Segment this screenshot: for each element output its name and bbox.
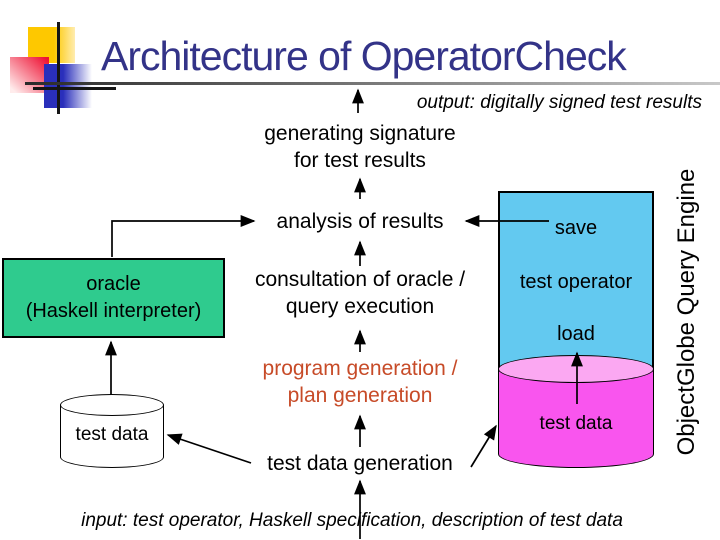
node-analysis-of-results: analysis of results bbox=[276, 210, 444, 233]
test-data-store-left: test data bbox=[60, 394, 164, 468]
test-data-store-right-label: test data bbox=[539, 413, 613, 434]
oracle-box: oracle (Haskell interpreter) bbox=[2, 258, 225, 338]
test-data-store-right: test data bbox=[498, 355, 654, 468]
logo-cross-horizontal-line bbox=[33, 87, 116, 90]
input-caption: input: test operator, Haskell specificat… bbox=[81, 510, 623, 531]
engine-box: save test operator load bbox=[498, 191, 654, 375]
cylinder-body bbox=[498, 369, 654, 454]
node-program-generation: program generation / plan generation bbox=[262, 357, 458, 407]
node-generating-signature: generating signature for test results bbox=[264, 122, 456, 172]
logo-cross-vertical-line bbox=[57, 22, 60, 114]
output-caption: output: digitally signed test results bbox=[416, 92, 702, 113]
slide-title: Architecture of OperatorCheck bbox=[101, 33, 627, 79]
test-data-store-left-label: test data bbox=[75, 424, 149, 445]
logo-blue-square bbox=[44, 64, 92, 108]
cylinder-top bbox=[498, 355, 654, 383]
query-engine-label: ObjectGlobe Query Engine bbox=[673, 168, 700, 456]
node-consultation-of-oracle: consultation of oracle / query execution bbox=[254, 268, 466, 318]
node-test-data-generation: test data generation bbox=[267, 452, 453, 475]
oracle-label: oracle (Haskell interpreter) bbox=[25, 273, 202, 322]
load-label: load bbox=[557, 323, 595, 345]
test-operator-label: test operator bbox=[519, 271, 633, 293]
cylinder-top bbox=[60, 394, 164, 416]
title-rule bbox=[25, 82, 720, 85]
save-label: save bbox=[554, 217, 598, 239]
